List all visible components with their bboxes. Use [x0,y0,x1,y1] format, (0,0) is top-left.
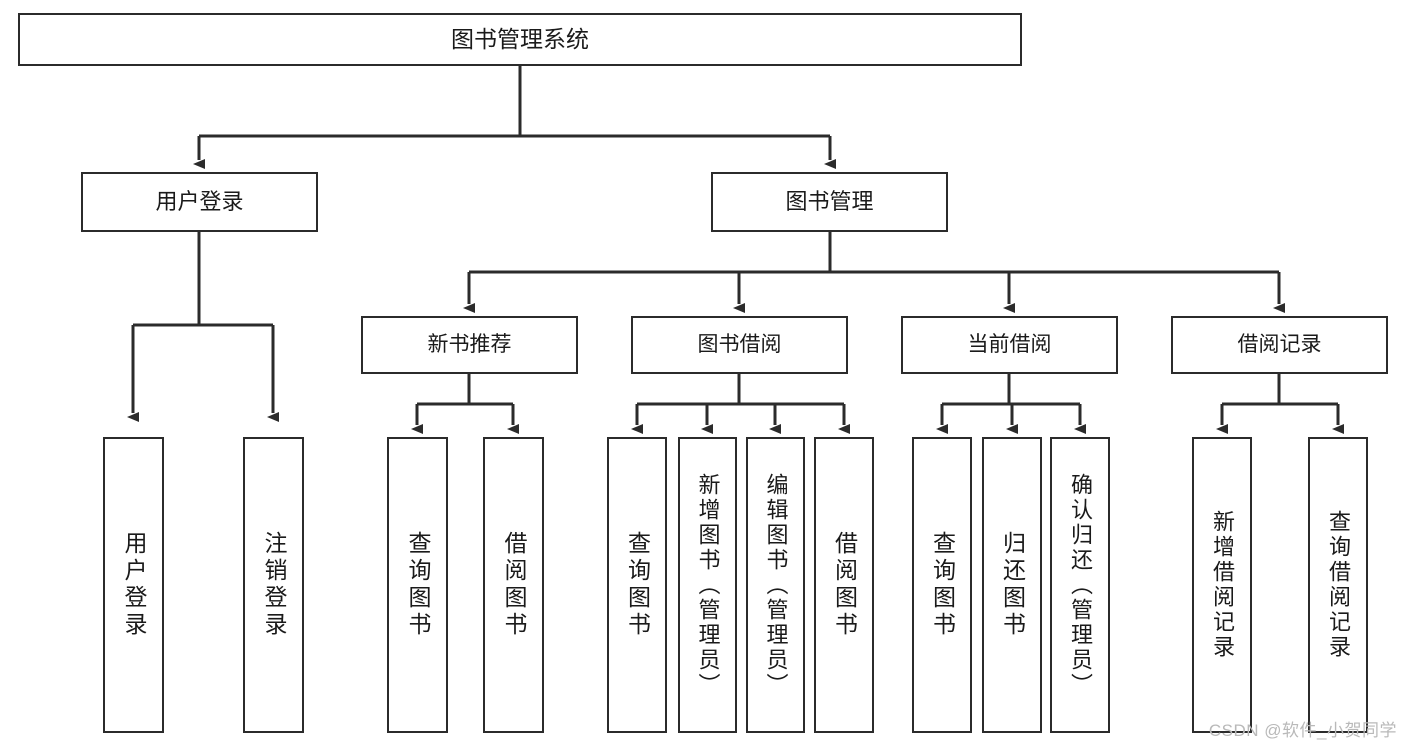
leaf-user-logout[interactable]: 注销登录 [243,437,304,733]
node-user-login[interactable]: 用户登录 [81,172,318,232]
node-new-book-recommend-label: 新书推荐 [427,332,512,356]
leaf-confirm-return[interactable]: 确认归还（管理员） [1050,437,1110,733]
leaf-user-logout-label: 注销登录 [261,531,287,639]
node-book-borrow-label: 图书借阅 [697,332,782,356]
leaf-query-book-2[interactable]: 查询图书 [607,437,667,733]
leaf-return-book[interactable]: 归还图书 [982,437,1042,733]
watermark: CSDN @软件_小贺同学 [1208,721,1397,740]
node-current-borrow[interactable]: 当前借阅 [901,316,1118,374]
node-new-book-recommend[interactable]: 新书推荐 [361,316,578,374]
node-current-borrow-label: 当前借阅 [967,332,1052,356]
leaf-borrow-book-1-label: 借阅图书 [501,531,527,639]
leaf-query-book-3-label: 查询图书 [929,531,956,639]
leaf-add-record[interactable]: 新增借阅记录 [1192,437,1252,733]
leaf-query-book-2-label: 查询图书 [624,531,651,639]
node-root-label: 图书管理系统 [451,26,589,53]
leaf-query-record-label: 查询借阅记录 [1326,510,1351,660]
leaf-query-record[interactable]: 查询借阅记录 [1308,437,1368,733]
leaf-user-login-label: 用户登录 [121,531,147,639]
leaf-borrow-book-2[interactable]: 借阅图书 [814,437,874,733]
node-user-login-label: 用户登录 [155,189,244,215]
leaf-query-book-1[interactable]: 查询图书 [387,437,448,733]
node-borrow-record[interactable]: 借阅记录 [1171,316,1388,374]
leaf-add-book-label: 新增图书（管理员） [695,472,721,698]
node-borrow-record-label: 借阅记录 [1237,332,1322,356]
leaf-borrow-book-1[interactable]: 借阅图书 [483,437,544,733]
leaf-confirm-return-label: 确认归还（管理员） [1068,472,1093,698]
leaf-edit-book[interactable]: 编辑图书（管理员） [746,437,805,733]
node-root[interactable]: 图书管理系统 [18,13,1022,66]
node-book-borrow[interactable]: 图书借阅 [631,316,848,374]
leaf-query-book-3[interactable]: 查询图书 [912,437,972,733]
leaf-query-book-1-label: 查询图书 [405,531,431,639]
leaf-edit-book-label: 编辑图书（管理员） [763,472,789,698]
node-book-manage-label: 图书管理 [785,189,874,215]
node-book-manage[interactable]: 图书管理 [711,172,948,232]
leaf-user-login[interactable]: 用户登录 [103,437,164,733]
leaf-return-book-label: 归还图书 [999,531,1026,639]
leaf-borrow-book-2-label: 借阅图书 [831,531,858,639]
leaf-add-record-label: 新增借阅记录 [1210,510,1235,660]
leaf-add-book[interactable]: 新增图书（管理员） [678,437,737,733]
